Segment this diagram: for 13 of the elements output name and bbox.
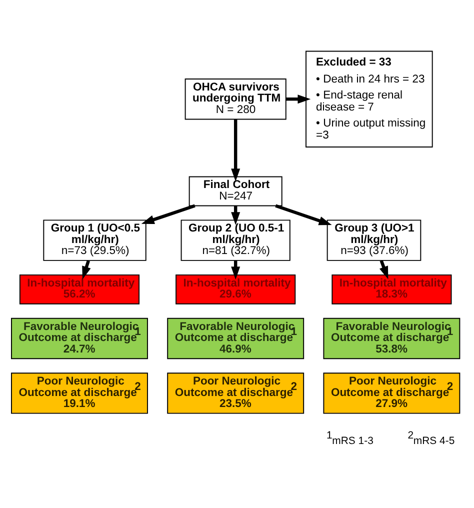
node-box: Group 1 (UO<0.5 ml/kg/hr) n=73 (29.5%) xyxy=(43,220,146,261)
node-box: Group 3 (UO>1 ml/kg/hr) n=93 (37.6%) xyxy=(326,220,422,261)
node-box: In-hospital mortality 56.2% xyxy=(19,274,140,304)
node-box: Group 2 (UO 0.5-1 ml/kg/hr) n=81 (32.7%) xyxy=(180,220,290,261)
arrow xyxy=(231,119,240,182)
node-box: In-hospital mortality 18.3% xyxy=(332,274,452,304)
node-box: In-hospital mortality 29.6% xyxy=(176,274,296,304)
node-box: Excluded = 33 • Death in 24 hrs = 23 • End-stage renal disease = 7 • Urine output missing =3 xyxy=(306,50,433,148)
arrow xyxy=(286,94,311,104)
node-box: OHCA survivors undergoing TTM N = 280 xyxy=(184,78,286,120)
node-box: Final Cohort N=247 xyxy=(188,176,282,206)
arrow xyxy=(141,204,196,224)
arrow xyxy=(275,204,332,226)
